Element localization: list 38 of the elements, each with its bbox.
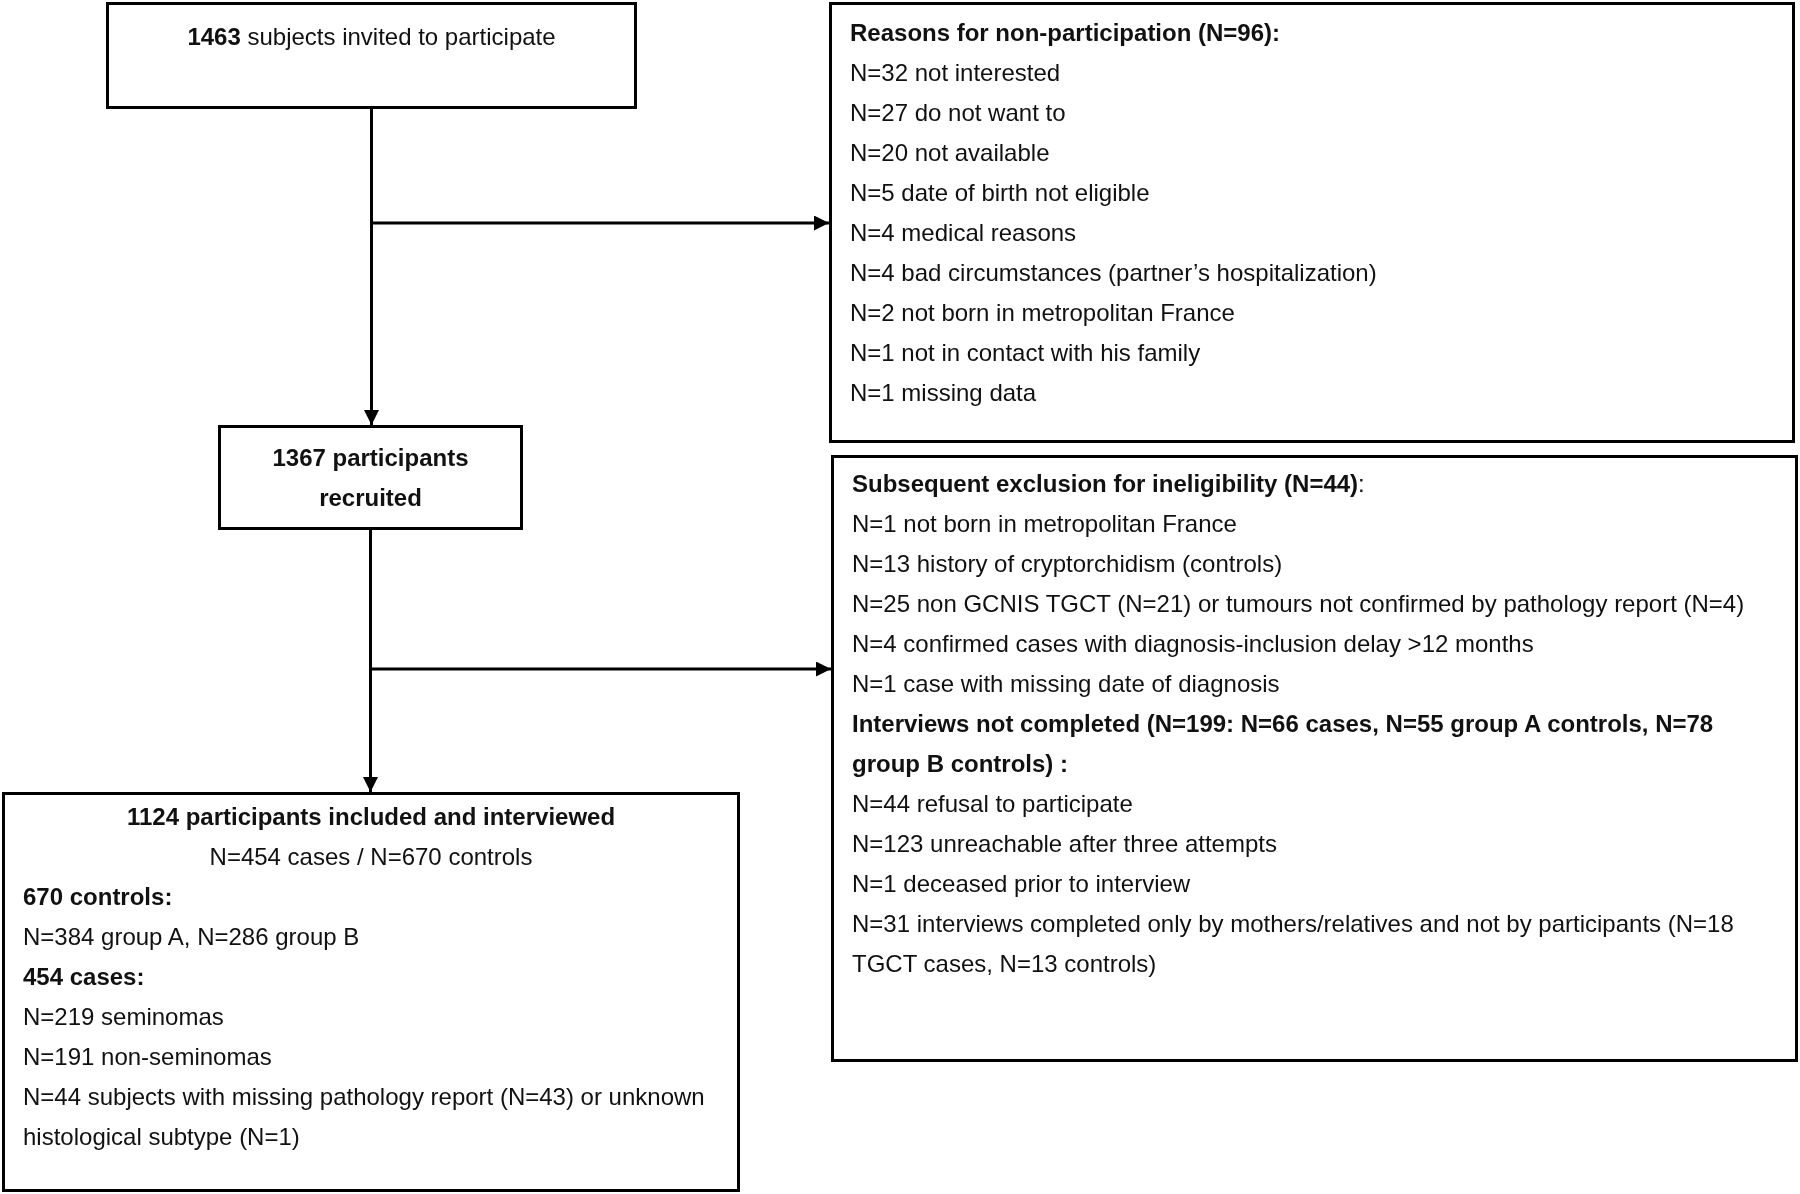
box-text: 454 cases:	[23, 962, 146, 992]
box-text: N=123 unreachable after three attempts	[852, 829, 1278, 859]
flow-box	[2, 792, 740, 1192]
box-text: Reasons for non-participation (N=96):	[850, 18, 1282, 48]
box-text: 670 controls:	[23, 882, 174, 912]
box-text: N=20 not available	[850, 138, 1051, 168]
box-text: N=27 do not want to	[850, 98, 1067, 128]
box-text: N=454 cases / N=670 controls	[208, 842, 534, 872]
flow-box	[106, 2, 637, 109]
arrow	[364, 109, 379, 425]
box-text: 1124 participants included and interviewed	[125, 802, 617, 832]
box-text: N=1 not in contact with his family	[850, 338, 1202, 368]
box-text: Interviews not completed (N=199: N=66 cases, N=55 group A controls, N=78 group B controls) :	[852, 709, 1715, 779]
box-text: N=1 not born in metropolitan France	[852, 509, 1238, 539]
box-text: 1367 participants recruited	[271, 443, 470, 513]
box-text: N=44 refusal to participate	[852, 789, 1134, 819]
box-text: N=32 not interested	[850, 58, 1062, 88]
box-text: N=219 seminomas	[23, 1002, 225, 1032]
flow-box	[829, 2, 1795, 443]
box-text: N=5 date of birth not eligible	[850, 178, 1151, 208]
box-text: N=1 case with missing date of diagnosis	[852, 669, 1281, 699]
box-text: N=25 non GCNIS TGCT (N=21) or tumours not confirmed by pathology report (N=4)	[852, 589, 1746, 619]
box-text: N=13 history of cryptorchidism (controls)	[852, 549, 1284, 579]
box-text: N=191 non-seminomas	[23, 1042, 273, 1072]
flow-box	[218, 425, 523, 530]
box-text: N=1 missing data	[850, 378, 1038, 408]
box-text: Subsequent exclusion for ineligibility (N=44):	[852, 469, 1366, 499]
arrow	[363, 530, 378, 792]
box-text: 1463 subjects invited to participate	[186, 22, 557, 52]
box-text: N=2 not born in metropolitan France	[850, 298, 1236, 328]
box-text: N=4 confirmed cases with diagnosis-inclusion delay >12 months	[852, 629, 1535, 659]
box-text: N=31 interviews completed only by mothers/relatives and not by participants (N=18 TGCT cases, N=13 controls)	[852, 909, 1735, 979]
box-text: N=384 group A, N=286 group B	[23, 922, 361, 952]
flow-box	[831, 455, 1798, 1062]
box-text: N=44 subjects with missing pathology report (N=43) or unknown histological subtype (N=1)	[23, 1082, 706, 1152]
box-text: N=4 bad circumstances (partner’s hospitalization)	[850, 258, 1378, 288]
box-text: N=1 deceased prior to interview	[852, 869, 1192, 899]
box-text: N=4 medical reasons	[850, 218, 1078, 248]
